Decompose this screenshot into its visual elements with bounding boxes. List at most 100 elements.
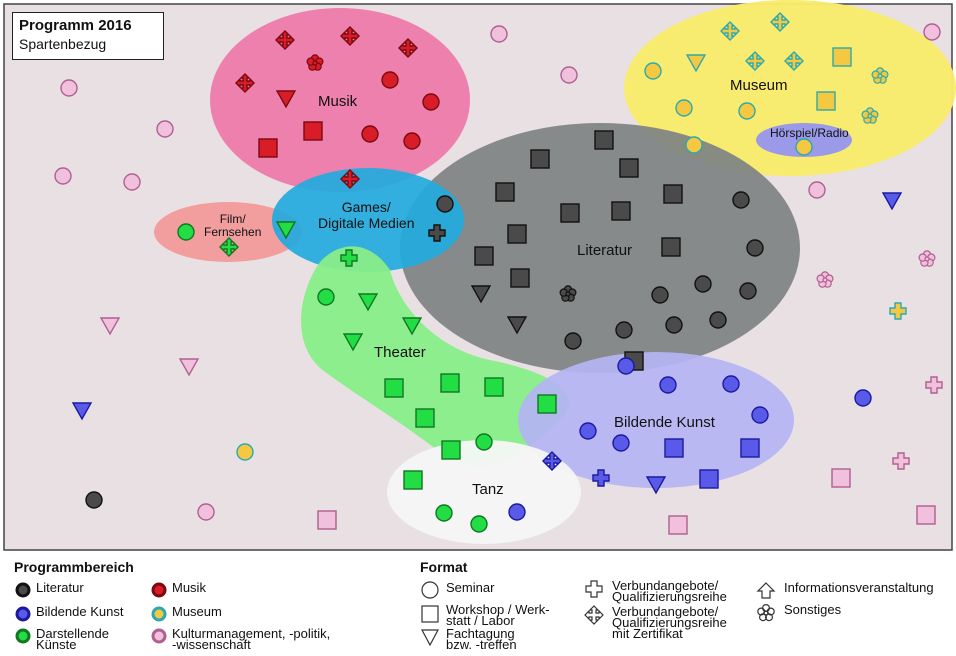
marker [303, 121, 323, 141]
marker [54, 167, 72, 185]
legend: Programmbereich Format Literatur Bildend… [14, 559, 934, 652]
kulturmanagement-color-icon [151, 628, 167, 644]
marker [560, 66, 578, 84]
marker [384, 378, 404, 398]
marker [612, 434, 630, 452]
bildende-kunst-color-icon [15, 606, 31, 622]
marker [506, 316, 528, 335]
marker [177, 223, 195, 241]
marker-flower [871, 67, 889, 84]
marker [889, 302, 907, 320]
house-arrow-icon [756, 582, 776, 599]
marker [739, 282, 757, 300]
marker [617, 357, 635, 375]
marker [428, 224, 446, 242]
marker [340, 249, 358, 267]
marker [340, 169, 360, 189]
marker [722, 375, 740, 393]
marker [340, 26, 360, 46]
marker [699, 469, 719, 489]
marker [275, 30, 295, 50]
marker [611, 201, 631, 221]
museum-color-icon [151, 606, 167, 622]
marker [508, 503, 526, 521]
marker [916, 505, 936, 525]
marker [441, 440, 461, 460]
diagram-subtitle: Spartenbezug [19, 36, 107, 52]
marker [751, 406, 769, 424]
marker [663, 184, 683, 204]
marker [275, 90, 297, 109]
diagram-canvas [3, 0, 956, 551]
marker [795, 138, 813, 156]
marker [816, 91, 836, 111]
marker [661, 237, 681, 257]
marker [381, 71, 399, 89]
marker [123, 173, 141, 191]
marker [236, 443, 254, 461]
marker [665, 316, 683, 334]
marker [403, 132, 421, 150]
marker [832, 47, 852, 67]
region-label-hoerspiel: Hörspiel/Radio [770, 126, 849, 140]
marker [615, 321, 633, 339]
marker [470, 515, 488, 533]
marker [71, 402, 93, 421]
marker [675, 99, 693, 117]
marker [85, 491, 103, 509]
marker [560, 203, 580, 223]
marker [925, 376, 943, 394]
marker [435, 504, 453, 522]
marker [738, 102, 756, 120]
marker [357, 293, 379, 312]
marker [579, 422, 597, 440]
marker [317, 288, 335, 306]
marker [474, 246, 494, 266]
marker [592, 469, 610, 487]
region-tanz [387, 440, 581, 544]
marker [709, 311, 727, 329]
cross-icon [585, 580, 603, 598]
marker [440, 373, 460, 393]
marker [510, 268, 530, 288]
marker [361, 125, 379, 143]
marker [342, 333, 364, 352]
marker-flower [306, 54, 324, 71]
marker [60, 79, 78, 97]
marker [854, 389, 872, 407]
marker [317, 510, 337, 530]
marker [507, 224, 527, 244]
region-label-literatur: Literatur [577, 242, 633, 259]
darstellende-kuenste-color-icon [15, 628, 31, 644]
marker [664, 438, 684, 458]
marker [490, 25, 508, 43]
marker [178, 358, 200, 377]
marker [398, 38, 418, 58]
marker [881, 192, 903, 211]
literatur-color-icon [15, 582, 31, 598]
marker [746, 239, 764, 257]
region-label-museum: Museum [730, 77, 788, 94]
marker [831, 468, 851, 488]
region-label-tanz: Tanz [472, 481, 504, 498]
marker [235, 73, 255, 93]
marker [530, 149, 550, 169]
marker [156, 120, 174, 138]
marker [645, 476, 667, 495]
marker [644, 62, 662, 80]
marker [651, 286, 669, 304]
diagram-title: Programm 2016 [19, 17, 132, 34]
circle-icon [421, 581, 439, 599]
marker [484, 377, 504, 397]
flower-icon [757, 603, 775, 622]
marker [422, 93, 440, 111]
region-label-theater: Theater [374, 344, 426, 361]
marker [99, 317, 121, 336]
region-games [272, 168, 464, 272]
marker [808, 181, 826, 199]
triangle-icon [421, 629, 439, 647]
marker [219, 237, 239, 257]
marker [720, 21, 740, 41]
marker [694, 275, 712, 293]
marker-flower [559, 285, 577, 302]
